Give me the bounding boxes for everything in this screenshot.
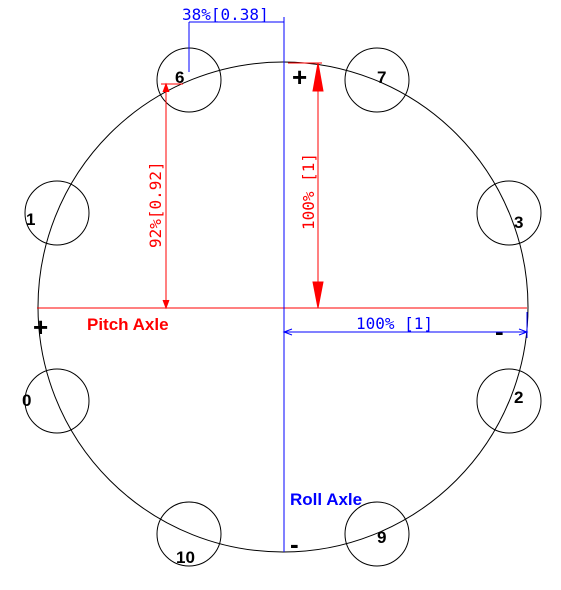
dimension-horizontal-label: 100% [1] (356, 314, 433, 333)
frame-circle (37, 61, 529, 553)
motor-circles (24, 47, 542, 567)
minus-sign-roll: - (290, 529, 299, 559)
motor-label-6: 6 (175, 68, 184, 87)
dimension-top (188, 17, 285, 72)
motor-label-10: 10 (176, 548, 195, 567)
motor-label-0: 0 (22, 391, 31, 410)
pitch-axle-label: Pitch Axle (87, 315, 169, 334)
motor-circle-10 (156, 501, 222, 567)
motor-circle-0 (24, 368, 90, 434)
minus-sign-pitch: - (495, 316, 504, 346)
motor-circle-3 (476, 180, 542, 246)
roll-axle-label: Roll Axle (290, 490, 362, 509)
motor-label-2: 2 (514, 388, 523, 407)
motor-label-3: 3 (514, 213, 523, 232)
dimension-left-label: 92%[0.92] (146, 161, 165, 248)
motor-circle-1 (24, 180, 90, 246)
motor-circle-7 (344, 47, 410, 113)
motor-label-1: 1 (26, 210, 35, 229)
dimension-vertical (288, 62, 324, 309)
dimension-top-label: 38%[0.38] (182, 5, 269, 24)
dimension-vertical-label: 100% [1] (299, 153, 318, 230)
motor-label-7: 7 (377, 68, 386, 87)
motor-circle-2 (476, 368, 542, 434)
dimension-left (161, 82, 183, 310)
motor-circle-9 (344, 501, 410, 567)
dimension-horizontal (282, 312, 529, 338)
plus-sign-pitch: + (33, 312, 48, 342)
plus-sign-roll: + (292, 62, 307, 92)
motor-label-9: 9 (377, 528, 386, 547)
